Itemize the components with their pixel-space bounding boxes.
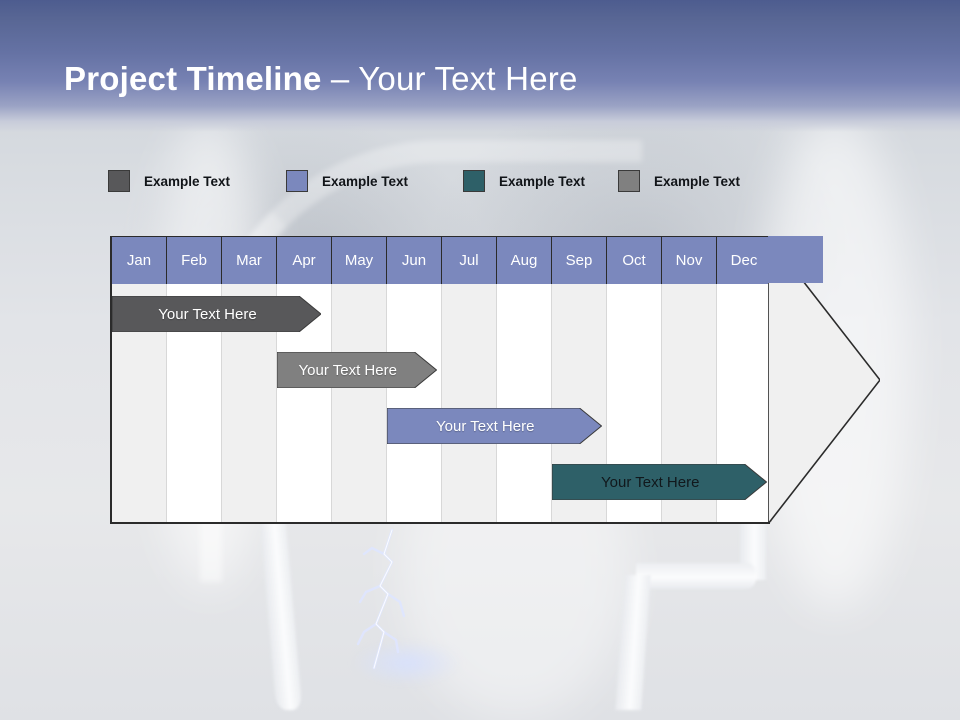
title-band — [0, 0, 960, 132]
task-bar-2[interactable]: Your Text Here — [277, 352, 437, 388]
month-header-may: May — [332, 237, 387, 284]
legend-item-4[interactable]: Example Text — [618, 166, 740, 196]
page-title-separator: – — [321, 60, 359, 97]
legend-label-1: Example Text — [144, 173, 231, 189]
month-header-dec: Dec — [717, 237, 772, 284]
white-curve-right-elbow — [636, 563, 756, 589]
lightning-bolt-icon — [356, 528, 406, 670]
legend: Example Text Example Text Example Text E… — [108, 166, 868, 196]
column-divider — [441, 284, 442, 522]
column-divider — [551, 284, 552, 522]
month-header-oct: Oct — [607, 237, 662, 284]
legend-label-2: Example Text — [322, 173, 409, 189]
lightning-glow — [352, 640, 462, 686]
column-divider — [716, 284, 717, 522]
column-divider — [331, 284, 332, 522]
month-header-jun: Jun — [387, 237, 442, 284]
month-column-mar: Mar — [222, 237, 277, 522]
task-bar-shape-4 — [552, 464, 767, 500]
column-divider — [496, 284, 497, 522]
column-divider — [661, 284, 662, 522]
column-divider — [606, 284, 607, 522]
task-bar-4[interactable]: Your Text Here — [552, 464, 767, 500]
legend-item-1[interactable]: Example Text — [108, 166, 230, 196]
column-divider — [276, 284, 277, 522]
column-divider — [221, 284, 222, 522]
month-header-aug: Aug — [497, 237, 552, 284]
task-bar-shape-1 — [112, 296, 321, 332]
month-header-jan: Jan — [112, 237, 167, 284]
legend-label-4: Example Text — [654, 173, 741, 189]
month-header-nov: Nov — [662, 237, 717, 284]
legend-item-2[interactable]: Example Text — [286, 166, 408, 196]
legend-swatch-3 — [463, 170, 485, 192]
column-divider — [166, 284, 167, 522]
task-bar-shape-2 — [277, 352, 437, 388]
timeline-arrowhead — [768, 236, 880, 524]
month-column-jan: Jan — [112, 237, 167, 522]
legend-label-3: Example Text — [499, 173, 586, 189]
page-title-bold: Project Timeline — [64, 60, 322, 97]
page-title: Project Timeline – Your Text Here — [64, 60, 578, 98]
month-column-feb: Feb — [167, 237, 222, 522]
task-bar-1[interactable]: Your Text Here — [112, 296, 321, 332]
legend-swatch-2 — [286, 170, 308, 192]
month-header-jul: Jul — [442, 237, 497, 284]
legend-swatch-1 — [108, 170, 130, 192]
month-header-mar: Mar — [222, 237, 277, 284]
column-divider — [386, 284, 387, 522]
legend-item-3[interactable]: Example Text — [463, 166, 585, 196]
legend-swatch-4 — [618, 170, 640, 192]
month-column-jul: Jul — [442, 237, 497, 522]
month-header-apr: Apr — [277, 237, 332, 284]
month-header-feb: Feb — [167, 237, 222, 284]
page-title-light: Your Text Here — [358, 60, 578, 97]
month-header-sep: Sep — [552, 237, 607, 284]
task-bar-shape-3 — [387, 408, 602, 444]
task-bar-3[interactable]: Your Text Here — [387, 408, 602, 444]
month-column-aug: Aug — [497, 237, 552, 522]
